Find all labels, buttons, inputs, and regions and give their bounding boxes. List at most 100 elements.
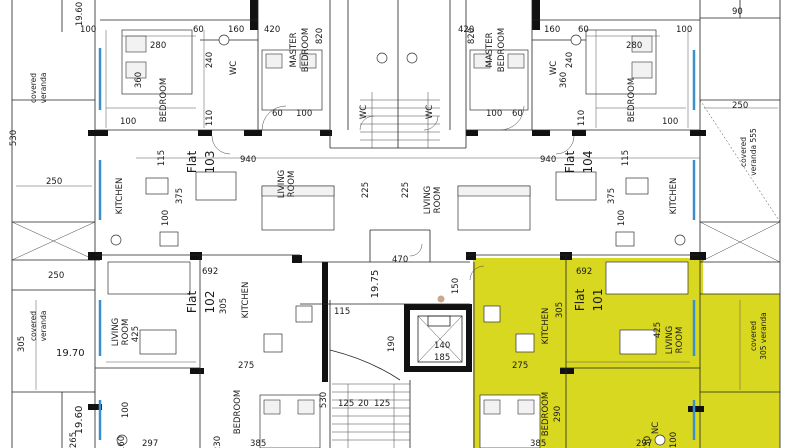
dim-19-70: 19.70 xyxy=(56,348,85,359)
dim-275-right: 275 xyxy=(512,361,528,371)
stair-marker xyxy=(437,295,445,303)
dim-225-left: 225 xyxy=(361,182,371,198)
interior-lines xyxy=(95,0,700,448)
master-bedroom-left-l2: BEDROOM xyxy=(301,28,311,72)
flat-101-lower-highlight xyxy=(670,392,780,448)
staircase-top xyxy=(360,92,440,148)
dim-100-top: 100 xyxy=(80,25,96,35)
veranda-305-se: 305 veranda xyxy=(759,312,768,360)
dim-530-stair: 530 xyxy=(319,392,329,408)
covered-west-l1: covered xyxy=(29,73,38,103)
wall-blocks xyxy=(88,0,706,412)
dim-150-center: 150 xyxy=(451,278,461,294)
dim-110-nw: 110 xyxy=(205,110,215,126)
dim-297-se: 297 xyxy=(636,439,652,448)
dim-275-left: 275 xyxy=(238,361,254,371)
dim-115-ne: 115 xyxy=(621,150,631,166)
dim-425-left: 425 xyxy=(131,326,141,342)
kitchen-sw: KITCHEN xyxy=(241,282,251,319)
dim-290-se: 290 xyxy=(553,406,563,422)
kitchen-nw: KITCHEN xyxy=(115,178,125,215)
dim-60-nw2: 60 xyxy=(272,109,283,119)
dim-420-ne: 420 xyxy=(458,25,474,35)
dim-100-nw2: 100 xyxy=(120,117,136,127)
dim-420-nw: 420 xyxy=(264,25,280,35)
living-room-se-l2: ROOM xyxy=(675,327,685,354)
dim-19-60-top: 19.60 xyxy=(75,2,85,26)
beds xyxy=(121,29,657,448)
flat-104-word: Flat xyxy=(563,151,577,174)
dim-110-ne: 110 xyxy=(577,110,587,126)
living-room-sw-l2: ROOM xyxy=(121,319,131,346)
dim-160-nw: 160 xyxy=(228,25,244,35)
flat-101-word: Flat xyxy=(573,289,587,312)
dim-190-center: 190 xyxy=(387,336,397,352)
dim-250-sw: 250 xyxy=(48,271,64,281)
wc-center-right: WC xyxy=(425,105,435,119)
dim-225-right: 225 xyxy=(401,182,411,198)
dim-940-left: 940 xyxy=(240,155,256,165)
door-swings xyxy=(211,105,575,281)
dim-265-sw: 265 xyxy=(69,432,79,448)
kitchen-se: KITCHEN xyxy=(541,308,551,345)
kitchen-ne: KITCHEN xyxy=(669,178,679,215)
master-bedroom-right-l1: MASTER xyxy=(485,32,495,67)
dim-19-75: 19.75 xyxy=(370,270,381,299)
bedroom-nw: BEDROOM xyxy=(159,78,169,122)
covered-east-l1: covered xyxy=(739,137,748,167)
dim-240-ne: 240 xyxy=(565,52,575,68)
windows xyxy=(98,48,696,440)
dim-240-nw: 240 xyxy=(205,52,215,68)
outer-walls xyxy=(11,0,781,448)
flat-104-number: 104 xyxy=(581,151,595,174)
dim-185-center: 185 xyxy=(434,353,450,363)
covered-west-l2: veranda xyxy=(39,73,48,104)
living-room-nw-l1: LIVING xyxy=(277,170,287,199)
bedroom-se: BEDROOM xyxy=(541,392,551,436)
dim-100-nw4: 100 xyxy=(161,210,171,226)
dim-425-right: 425 xyxy=(653,322,663,338)
dim-115-center: 115 xyxy=(334,307,350,317)
dim-100-ne4: 100 xyxy=(617,210,627,226)
dim-280-ne: 280 xyxy=(626,41,642,51)
bedroom-sw: BEDROOM xyxy=(233,390,243,434)
staircase-bottom xyxy=(329,349,410,448)
wc-center-left: WC xyxy=(359,105,369,119)
dim-100-se: 100 xyxy=(669,432,679,448)
dim-230-se: 230 xyxy=(643,436,653,448)
living-furniture xyxy=(107,34,689,446)
covered-sw-l1: covered xyxy=(29,311,38,341)
dim-250-east: 250 xyxy=(732,101,748,111)
dim-125-left: 125 xyxy=(338,399,354,409)
living-room-nw-l2: ROOM xyxy=(287,171,297,198)
dim-100-ne: 100 xyxy=(676,25,692,35)
living-room-ne-l2: ROOM xyxy=(433,187,443,214)
dim-20-center: 20 xyxy=(358,399,369,409)
dim-100-ne3: 100 xyxy=(486,109,502,119)
flat-103-word: Flat xyxy=(185,151,199,174)
dim-60-ne: 60 xyxy=(578,25,589,35)
flat-102-word: Flat xyxy=(185,291,199,314)
dim-305-left: 305 xyxy=(219,298,229,314)
dim-100-nw3: 100 xyxy=(296,109,312,119)
dimension-lines xyxy=(16,30,778,390)
dim-385-left: 385 xyxy=(250,439,266,448)
dim-360-nw: 360 xyxy=(134,72,144,88)
dim-530-west: 530 xyxy=(9,130,19,146)
dim-90-ne: 90 xyxy=(732,7,743,17)
dim-100-ne2: 100 xyxy=(662,117,678,127)
master-bedroom-right-l2: BEDROOM xyxy=(497,28,507,72)
flat-103-number: 103 xyxy=(203,151,217,174)
dim-100-sw: 100 xyxy=(121,402,131,418)
wc-ne: WC xyxy=(549,61,559,75)
dim-305-right: 305 xyxy=(555,302,565,318)
dim-297-sw: 297 xyxy=(142,439,158,448)
dim-385-right: 385 xyxy=(530,439,546,448)
dim-940-right: 940 xyxy=(540,155,556,165)
living-room-ne-l1: LIVING xyxy=(423,186,433,215)
lift-shaft xyxy=(417,315,463,363)
dim-140-center: 140 xyxy=(434,341,450,351)
dim-305-sw: 305 xyxy=(17,336,27,352)
nc-se: NC xyxy=(651,422,661,434)
